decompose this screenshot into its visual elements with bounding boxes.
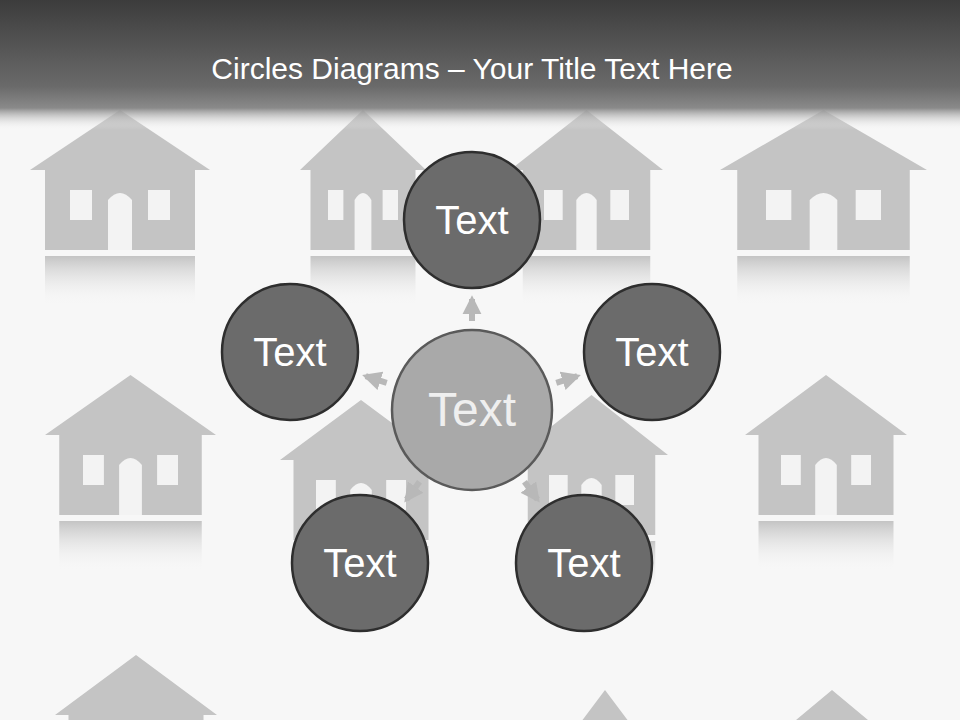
outer-circle: Text: [220, 282, 360, 422]
center-circle: Text: [390, 328, 554, 492]
header-band: [0, 0, 960, 108]
arrow-connector: [469, 299, 475, 321]
arrow-connector: [556, 376, 577, 383]
circle-label: Text: [402, 198, 542, 242]
arrow-connector: [366, 376, 387, 383]
circle-label: Text: [290, 541, 430, 585]
circle-label: Text: [220, 330, 360, 374]
outer-circle: Text: [402, 150, 542, 290]
circle-label: Text: [390, 384, 554, 437]
arrow-connector: [524, 482, 537, 500]
outer-circle: Text: [514, 493, 654, 633]
circle-label: Text: [514, 541, 654, 585]
arrow-connector: [407, 482, 420, 500]
header-fade: [0, 108, 960, 130]
house-icons: [30, 110, 927, 720]
slide-title: Circles Diagrams – Your Title Text Here: [0, 52, 944, 86]
outer-circle: Text: [582, 282, 722, 422]
outer-circle: Text: [290, 493, 430, 633]
circle-label: Text: [582, 330, 722, 374]
